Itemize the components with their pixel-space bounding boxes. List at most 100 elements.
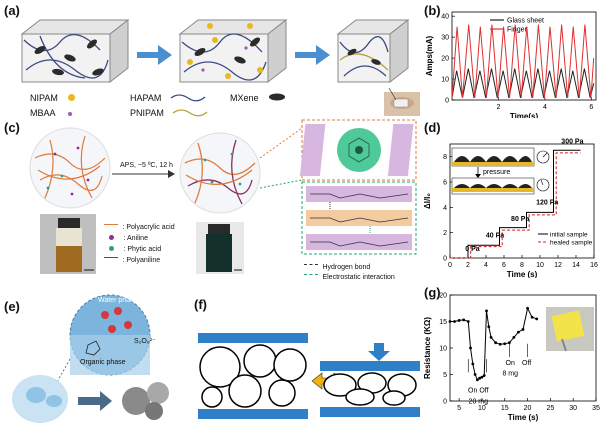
x-tick-label: 2 — [496, 104, 500, 111]
x-tick-label: 10 — [478, 405, 486, 412]
panel-c-schematic — [29, 119, 417, 274]
x-tick-label: 25 — [546, 405, 554, 412]
legend-c: : Polyacrylic acid : Aniline : Phytic ac… — [104, 216, 175, 264]
electrostatic-line-icon — [304, 274, 318, 276]
x-tick-label: 14 — [572, 262, 580, 269]
panel-a-label: (a) — [4, 3, 20, 18]
data-point — [487, 325, 491, 329]
legend-label-b: Glass sheet — [507, 18, 544, 25]
bottom-plate-right — [320, 407, 420, 417]
data-point — [453, 320, 456, 323]
y-axis-label: ΔI/I₀ — [423, 193, 432, 209]
pressure-label: pressure — [483, 169, 510, 176]
annotation-mass-2: 8 mg — [502, 371, 518, 378]
inset-plate-bottom — [452, 188, 534, 192]
data-point — [485, 309, 488, 313]
hydrogel-cube-2 — [178, 18, 288, 84]
x-tick-label: 2 — [466, 262, 470, 269]
arrow-e — [78, 391, 112, 411]
legend-item-electrostatic: Electrostatic interaction — [304, 266, 395, 281]
press-arrow — [368, 343, 390, 361]
panel-e: (e) Water phase Organic phase S₂O₈²⁻ — [0, 285, 190, 431]
x-tick-label: 4 — [543, 104, 547, 111]
data-point — [489, 336, 493, 339]
y-tick-label: 15 — [439, 319, 447, 326]
pressure-arrowhead — [475, 174, 481, 178]
data-point — [512, 336, 516, 339]
panel-g-label: (g) — [424, 285, 441, 300]
panel-c: (c) — [0, 118, 420, 281]
pressure-annotation: 300 Pa — [561, 139, 583, 146]
panel-f-schematic — [198, 333, 420, 419]
data-point — [503, 342, 507, 346]
annotation-on-off-1: On Off — [468, 388, 489, 395]
bottom-plate-left — [198, 409, 308, 419]
reaction-conditions: APS, ~5 ºC, 12 h — [120, 162, 173, 169]
x-tick-label: 12 — [554, 262, 562, 269]
series-line-1 — [450, 149, 581, 259]
legend-item-aniline: : Aniline — [104, 227, 175, 242]
plot-frame — [451, 11, 597, 101]
panel-f: (f) — [190, 285, 420, 431]
y-tick-label: 0 — [443, 399, 447, 406]
water-phase-label: Water phase — [98, 297, 138, 304]
hapam-wave-icon — [170, 94, 206, 102]
paa-line-icon — [104, 224, 118, 226]
data-point — [478, 376, 482, 380]
panel-a-schematic — [20, 18, 420, 116]
x-tick-label: 16 — [590, 262, 598, 269]
y-tick-label: 5 — [443, 372, 447, 379]
x-tick-label: 20 — [524, 405, 532, 412]
legend-item-phytic: : Phytic acid — [104, 238, 175, 253]
panel-e-label: (e) — [4, 299, 20, 314]
legend-item-nipam: NIPAM — [30, 88, 76, 106]
y-tick-label: 0 — [445, 98, 449, 105]
panel-e-schematic — [12, 294, 169, 423]
legend-item-paa: : Polyacrylic acid — [104, 216, 175, 231]
legend-item-pani: : Polyaniline — [104, 249, 175, 264]
y-tick-label: 40 — [441, 14, 449, 21]
hydrogel-cube-1 — [20, 18, 130, 84]
annotation-off-2: Off — [522, 360, 531, 367]
legend-label-b: Finger — [507, 27, 528, 34]
x-axis-label: Time (s) — [508, 413, 539, 422]
annotation-mass-1: 20 mg — [469, 399, 489, 406]
x-tick-label: 10 — [536, 262, 544, 269]
y-tick-label: 6 — [443, 180, 447, 187]
x-axis-label: Time (s) — [507, 270, 538, 278]
x-tick-label: 30 — [569, 405, 577, 412]
x-tick-label: 15 — [501, 405, 509, 412]
mbaa-dot-icon — [67, 112, 72, 116]
x-tick-label: 4 — [484, 262, 488, 269]
sensor-photo-pad — [551, 310, 585, 342]
data-point — [475, 378, 479, 382]
panel-d-label: (d) — [424, 120, 441, 135]
pressure-annotation: 120 Pa — [536, 199, 558, 206]
hydrogel-cube-3 — [336, 18, 410, 84]
data-point — [471, 362, 475, 366]
pressure-annotation: 40 Pa — [486, 232, 504, 239]
legend-item-hapam: HAPAM — [130, 88, 206, 106]
data-point — [494, 341, 498, 345]
legend-a: NIPAM HAPAM MXene MBAA PNIPAM — [30, 88, 360, 118]
data-point — [530, 315, 534, 319]
legend-label-d: healed sample — [550, 240, 593, 247]
data-point — [448, 320, 452, 323]
y-tick-label: 20 — [441, 56, 449, 63]
gauge-needle-2 — [540, 179, 544, 186]
y-tick-label: 4 — [443, 205, 447, 212]
top-plate-right — [320, 361, 420, 371]
series-line-2 — [451, 24, 595, 98]
x-tick-label: 6 — [502, 262, 506, 269]
polymer-network-2 — [179, 132, 261, 214]
arrow-1 — [137, 45, 172, 65]
pani-line-icon — [104, 257, 118, 259]
series-line-2 — [450, 152, 581, 259]
x-tick-label: 5 — [457, 405, 461, 412]
x-tick-label: 8 — [520, 262, 524, 269]
x-tick-label: 6 — [589, 104, 593, 111]
